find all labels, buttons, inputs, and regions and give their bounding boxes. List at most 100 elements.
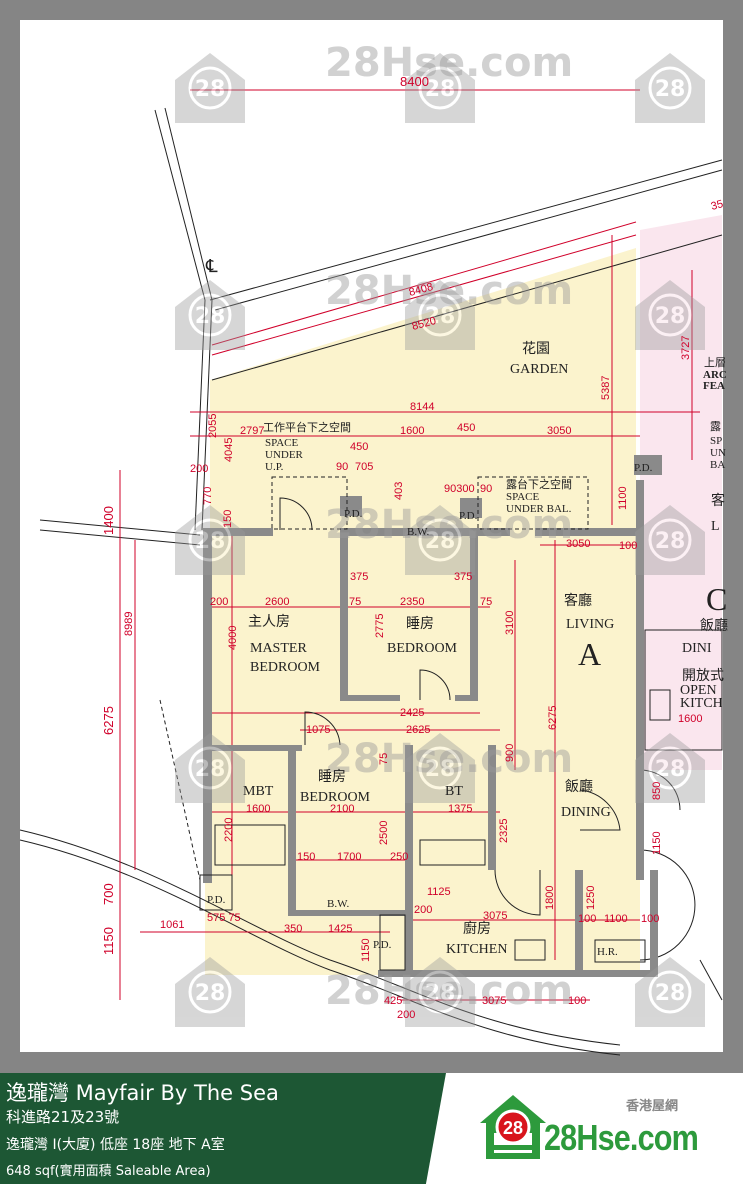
- bedroom2-label-cn: 睡房: [318, 769, 346, 785]
- neighbor-label: 上層: [704, 356, 726, 369]
- space-under-bal-cn: 露台下之空間: [506, 477, 572, 491]
- watermark-badge-icon: 28: [635, 957, 705, 1027]
- svg-text:28: 28: [195, 529, 226, 554]
- neighbor-label: KITCH: [680, 696, 723, 711]
- dimension-label: 90: [480, 483, 492, 495]
- watermark-badge-icon: 28: [405, 505, 475, 575]
- neighbor-label: FEA: [703, 380, 725, 392]
- master-bedroom-label: BEDROOM: [250, 660, 321, 675]
- svg-text:28: 28: [195, 77, 226, 102]
- dimension-label: 1125: [427, 886, 451, 898]
- dimension-label: 1600: [246, 803, 270, 815]
- fixtures: [199, 476, 723, 971]
- dimension-label: 1375: [448, 803, 472, 815]
- dining-label: DINING: [561, 805, 611, 820]
- dimension-label: 770: [202, 487, 214, 505]
- dimension-label: 1600: [400, 425, 424, 437]
- dimension-label: 1250: [585, 886, 597, 910]
- dimension-label: 8400: [400, 74, 429, 89]
- living-label-cn: 客廳: [564, 592, 592, 609]
- dimension-label: 705: [355, 461, 373, 473]
- dimension-label: 3075: [482, 995, 506, 1007]
- neighbor-label: 客: [711, 492, 725, 509]
- neighbor-unit: [640, 215, 722, 770]
- garden-label-cn: 花園: [522, 341, 550, 357]
- logo-wordmark: 28Hse.com: [544, 1117, 699, 1158]
- bedroom2-label: BEDROOM: [300, 790, 371, 805]
- dimension-label: 450: [350, 441, 368, 453]
- watermark-badge-icon: 28: [635, 505, 705, 575]
- svg-text:28: 28: [425, 981, 456, 1006]
- dimension-label: 250: [390, 851, 408, 863]
- watermark-badge-icon: 28: [175, 505, 245, 575]
- bt-label: BT: [445, 784, 463, 799]
- brand-logo: 28 香港屋網 28Hse.com: [478, 1091, 718, 1171]
- garden-label: GARDEN: [510, 362, 568, 377]
- neighbor-label: 露: [710, 420, 721, 433]
- dimension-label: 2055: [207, 414, 219, 438]
- dimension-label: 100: [568, 995, 586, 1007]
- dimension-label: 35: [710, 198, 725, 213]
- dimension-label: 1150: [360, 938, 372, 962]
- estate-address: 科進路21及23號: [6, 1108, 120, 1126]
- dimension-label: 2425: [400, 707, 424, 719]
- saleable-area: 648 sqf(實用面積 Saleable Area): [6, 1164, 211, 1179]
- dimension-label: 900: [504, 744, 516, 762]
- dimension-label: 100: [578, 913, 596, 925]
- dimension-label: 6275: [547, 706, 559, 730]
- dimension-label: 4045: [223, 438, 235, 462]
- dimension-label: 403: [393, 482, 405, 500]
- neighbor-label: DINI: [682, 641, 712, 656]
- space-under-up-cn: 工作平台下之空間: [263, 420, 351, 434]
- garden-area: [210, 248, 636, 530]
- dimension-label: 1061: [160, 919, 184, 931]
- dimension-label: 200: [210, 596, 228, 608]
- watermark-badge-icon: 28: [175, 53, 245, 123]
- unit-description: 逸瓏灣 I(大廈) 低座 18座 地下 A室: [6, 1137, 225, 1153]
- estate-title: 逸瓏灣 Mayfair By The Sea: [6, 1081, 279, 1105]
- bay-window-label: B.W.: [407, 526, 429, 538]
- watermark-text: 28Hse.com: [325, 736, 573, 782]
- dimension-label: 1100: [604, 913, 628, 925]
- dimension-label: 3727: [680, 336, 692, 360]
- hose-reel-label: H.R.: [597, 946, 618, 958]
- svg-text:28: 28: [195, 981, 226, 1006]
- dimension-label: 2600: [265, 596, 289, 608]
- dimension-label: 700: [101, 883, 116, 905]
- watermark-badge-icon: 28: [175, 280, 245, 350]
- dimension-label: 4000: [227, 626, 239, 650]
- svg-text:28: 28: [425, 529, 456, 554]
- unit-interior: [205, 530, 640, 975]
- dimension-label: 75: [378, 753, 390, 765]
- pipe-duct-label: P.D.: [459, 510, 478, 522]
- dimension-label: 375: [350, 571, 368, 583]
- master-bedroom-label-cn: 主人房: [248, 614, 290, 630]
- dimension-label: 75: [349, 596, 361, 608]
- dimension-label: 75: [480, 596, 492, 608]
- dimension-label: 3050: [566, 538, 590, 550]
- watermark-badge-icon: 28: [405, 957, 475, 1027]
- mbt-label: MBT: [243, 784, 274, 799]
- watermark-badge-icon: 28: [635, 280, 705, 350]
- dimension-label: 375: [454, 571, 472, 583]
- dimension-label: 150: [297, 851, 315, 863]
- dimension-label: 1150: [101, 927, 116, 955]
- neighbor-label: OPEN: [680, 683, 717, 698]
- svg-text:28: 28: [195, 304, 226, 329]
- floor-plan: 28Hse.com 28Hse.com 28Hse.com 28Hse.com …: [19, 20, 728, 1056]
- dining-label-cn: 飯廳: [565, 778, 593, 795]
- svg-text:28: 28: [425, 757, 456, 782]
- dimension-label: 2350: [400, 596, 424, 608]
- dimension-label: 2625: [406, 724, 430, 736]
- watermark-text: 28Hse.com: [325, 268, 573, 314]
- dimension-label: 2775: [374, 614, 386, 638]
- watermark-badge-icon: 28: [175, 733, 245, 803]
- dimension-label: 200: [190, 463, 208, 475]
- dimension-lines: [119, 89, 700, 1001]
- svg-text:28: 28: [655, 304, 686, 329]
- dimension-label: 3100: [504, 611, 516, 635]
- svg-text:28: 28: [195, 757, 226, 782]
- watermark-badge-icon: 28: [175, 957, 245, 1027]
- dimension-label: 2500: [378, 821, 390, 845]
- dimension-label: 1400: [101, 506, 116, 535]
